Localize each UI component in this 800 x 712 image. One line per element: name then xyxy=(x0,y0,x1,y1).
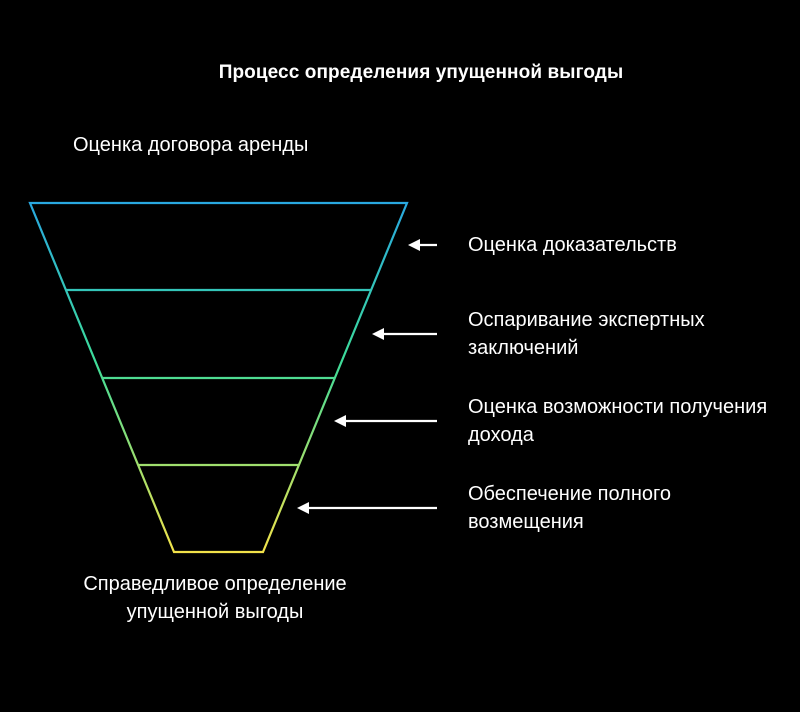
funnel-top-label: Оценка договора аренды xyxy=(73,134,309,156)
stage-label-4: Обеспечение полного возмещения xyxy=(468,483,671,533)
stage-label-3: Оценка возможности получения дохода xyxy=(468,396,768,446)
arrow-left-icon-2 xyxy=(372,328,437,340)
arrow-left-icon-1 xyxy=(408,239,437,251)
arrow-left-icon-4 xyxy=(297,502,437,514)
funnel-bottom-label: Справедливое определение упущенной выгод… xyxy=(83,573,347,623)
funnel-outline xyxy=(28,201,409,554)
arrow-left-icon-3 xyxy=(334,415,437,427)
stage-label-1: Оценка доказательств xyxy=(468,234,677,256)
stage-label-2: Оспаривание экспертных заключений xyxy=(468,309,705,359)
diagram-title: Процесс определения упущенной выгоды xyxy=(218,62,624,83)
